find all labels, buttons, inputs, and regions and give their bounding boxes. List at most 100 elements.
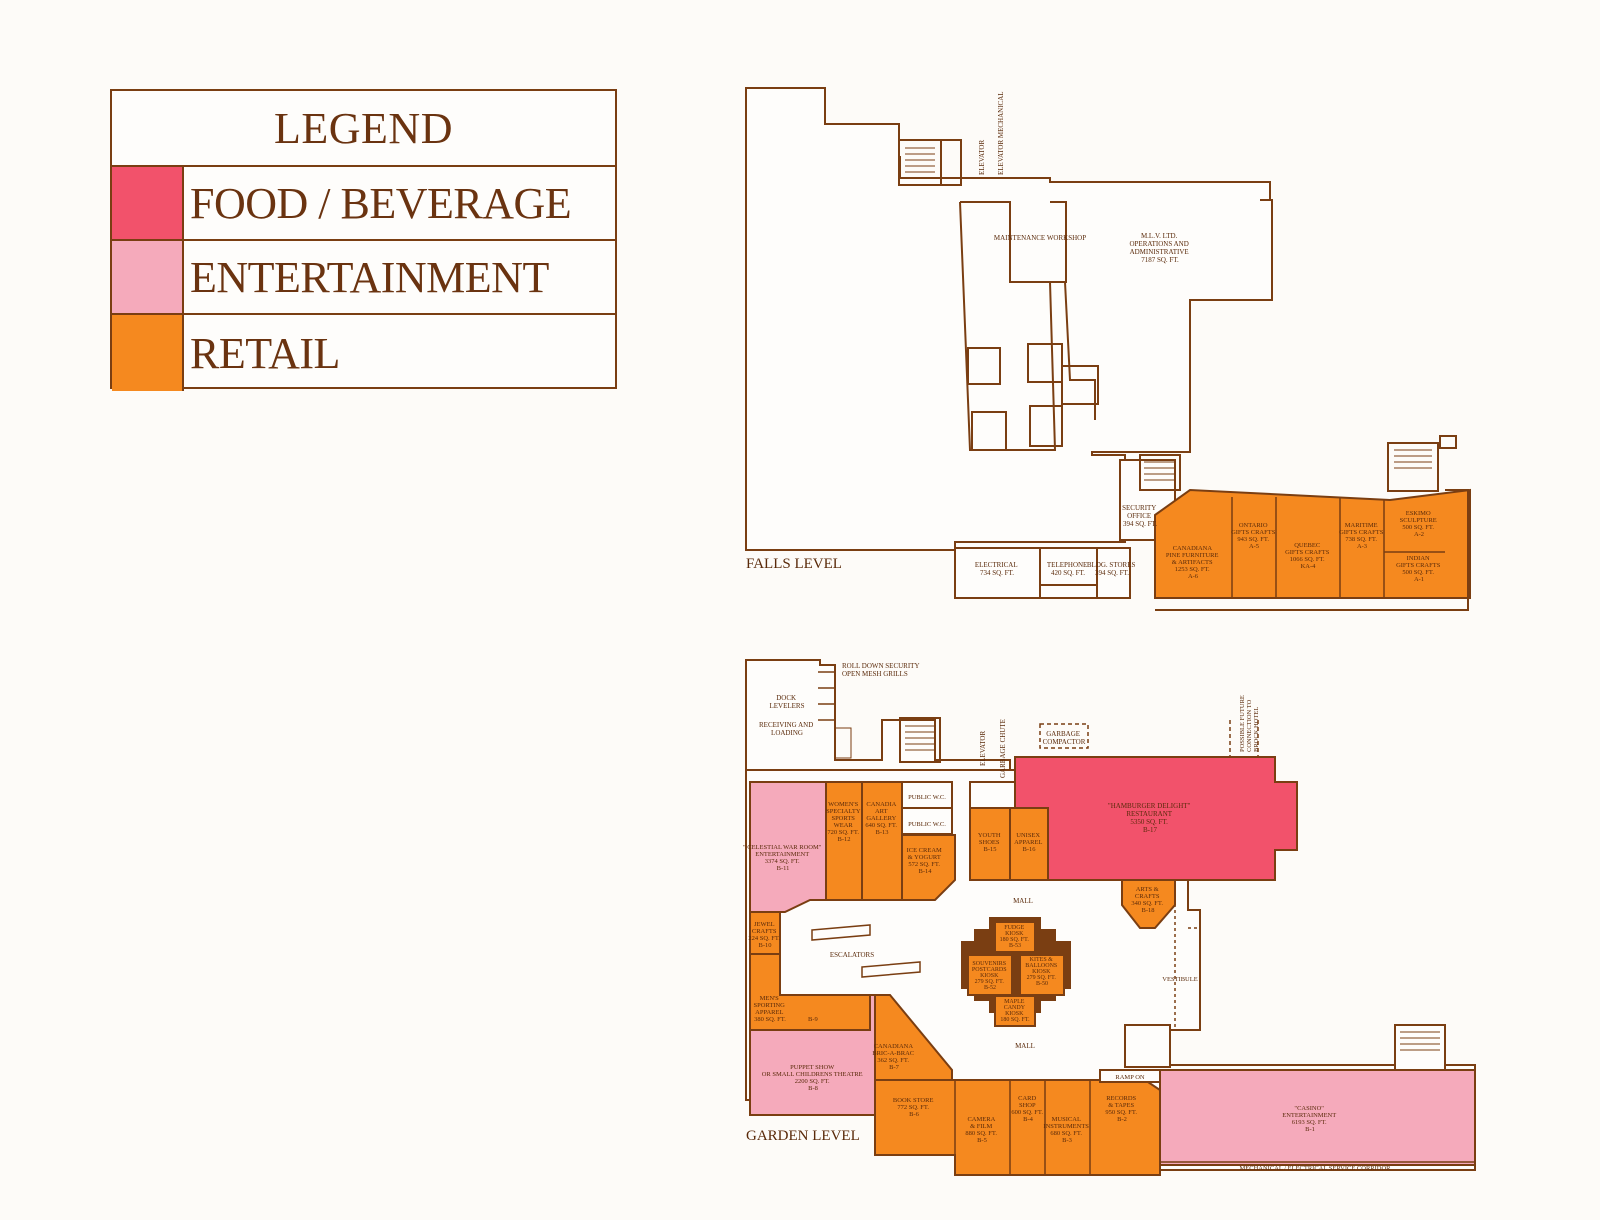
falls-elevator-label: ELEVATOR — [978, 140, 986, 175]
garden-elevator-label: ELEVATOR — [979, 731, 987, 766]
legend-item-food: FOOD / BEVERAGE — [112, 167, 615, 241]
b16-label: UNISEX APPAREL B-16 — [1014, 832, 1044, 853]
escalator-1 — [811, 924, 871, 941]
b12-label: WOMEN'S SPECIALTY SPORTS WEAR 720 SQ. FT… — [826, 801, 862, 843]
legend-item-entertainment: ENTERTAINMENT — [112, 241, 615, 315]
falls-lower-dividers — [1039, 548, 1098, 598]
a1-label: INDIAN GIFTS CRAFTS 500 SQ. FT. A-1 — [1396, 555, 1442, 583]
kiosk-b53 — [994, 921, 1036, 953]
b1-label: "CASINO" ENTERTAINMENT 6193 SQ. FT. B-1 — [1282, 1105, 1337, 1133]
b14-label: ICE CREAM & YOGURT 572 SQ. FT. B-14 — [907, 847, 944, 875]
a6-label: CANADIANA PINE FURNITURE & ARTIFACTS 125… — [1166, 545, 1220, 580]
falls-stair-right — [1387, 442, 1439, 492]
legend-label-food: FOOD / BEVERAGE — [190, 178, 572, 228]
ramp-on-label: RAMP ON — [1115, 1074, 1145, 1081]
b4-label: CARD SHOP 600 SQ. FT. B-4 — [1011, 1095, 1044, 1123]
kiosk-b51 — [994, 995, 1036, 1027]
b50-label: KITES & BALLOONS KIOSK 279 SQ. FT. B-50 — [1025, 957, 1059, 987]
dock-levelers — [818, 671, 835, 721]
b11-label: " CELESTIAL WAR ROOM" ENTERTAINMENT 3374… — [743, 844, 823, 872]
falls-labels: FALLS LEVEL ELEVATOR ELEVATOR MECHANICAL… — [746, 91, 1442, 583]
b2-label: RECORDS & TAPES 950 SQ. FT. B-2 — [1105, 1095, 1138, 1123]
garbage-chute-label: GARBAGE CHUTE — [999, 719, 1007, 778]
b3-label: MUSICAL INSTRUMENTS 680 SQ. FT. B-3 — [1043, 1116, 1090, 1144]
b15-label: YOUTH SHOES B-15 — [978, 832, 1002, 853]
falls-box-2 — [1027, 343, 1063, 383]
public-wc-label-2: PUBLIC W.C. — [908, 821, 946, 828]
a5-label: ONTARIO GIFTS CRAFTS 943 SQ. FT. A-5 — [1231, 522, 1277, 550]
garden-stair-ramp — [1124, 1024, 1171, 1068]
falls-level-plan — [745, 87, 1471, 611]
kiosk-b52 — [967, 954, 1013, 996]
falls-right-wall — [1155, 489, 1469, 611]
escalator-2 — [861, 961, 921, 978]
b9-label: MEN'S SPORTING APPAREL 380 SQ. FT. — [753, 995, 786, 1023]
falls-inner-corridor — [960, 201, 1067, 283]
legend-label-entertainment: ENTERTAINMENT — [190, 252, 549, 302]
public-wc-2 — [901, 807, 953, 835]
garden-stair-2 — [899, 717, 941, 763]
b7-label: CANADIANA BRIC-A-BRAC 362 SQ. FT. B-7 — [872, 1043, 916, 1071]
garden-level-plan — [745, 659, 1476, 1176]
b13-label: CANADIA ART GALLERY 640 SQ. FT. B-13 — [865, 801, 898, 836]
falls-elevator-shaft — [940, 139, 962, 186]
b17-label: "HAMBURGER DELIGHT" RESTAURANT 5350 SQ. … — [1108, 802, 1192, 834]
garden-labels: GARDEN LEVEL ROLL DOWN SECURITY OPEN MES… — [743, 662, 1391, 1172]
falls-outline — [745, 87, 1273, 551]
falls-retail-strip — [1154, 488, 1471, 599]
legend-title: LEGEND — [112, 91, 615, 167]
stair-treads-3 — [1394, 449, 1432, 469]
public-wc-label-1: PUBLIC W.C. — [908, 794, 946, 801]
b51-label: MAPLE CANDY KIOSK 180 SQ. FT. — [1000, 999, 1030, 1023]
stair-treads-1 — [905, 147, 935, 173]
falls-box-1 — [967, 347, 1001, 385]
legend-swatch-entertainment — [112, 241, 184, 313]
falls-box-3 — [1061, 365, 1099, 405]
b18-label: ARTS & CRAFTS 340 SQ. FT. B-18 — [1131, 886, 1164, 914]
falls-level-label: FALLS LEVEL — [746, 556, 842, 572]
a3-label: MARITIME GIFTS CRAFTS 738 SQ. FT. A-3 — [1339, 522, 1385, 550]
electrical-label: ELECTRICAL 734 SQ. FT. — [975, 561, 1019, 577]
escalators-label: ESCALATORS — [830, 951, 874, 959]
stair-treads-2 — [1144, 461, 1176, 481]
falls-elevator-mech-label: ELEVATOR MECHANICAL — [997, 91, 1005, 175]
ramp-on-marker — [1099, 1069, 1161, 1083]
legend-label-retail: RETAIL — [190, 328, 340, 378]
stair-treads-4 — [905, 725, 935, 751]
garbage-compactor-box — [1039, 723, 1089, 749]
kiosk-b50 — [1019, 954, 1065, 996]
a2-label: ESKIMO SCULPTURE 500 SQ. FT. A-2 — [1400, 510, 1439, 538]
brock-label: POSSIBLE FUTURE CONNECTION TO BROCK HOTE… — [1239, 693, 1260, 752]
b5-label: CAMERA & FILM 880 SQ. FT. B-5 — [965, 1116, 998, 1144]
legend-swatch-retail — [112, 315, 184, 391]
dock-label: DOCK LEVELERS — [770, 694, 805, 710]
telephone-label: TELEPHONE 420 SQ. FT. — [1047, 561, 1089, 577]
b10-label: JEWEL CRAFTS 224 SQ. FT. B-10 — [748, 921, 781, 949]
b9-code: B-9 — [808, 1016, 818, 1023]
public-wc-1 — [901, 781, 953, 809]
security-label: SECURITY OFFICE 394 SQ. FT. — [1122, 504, 1158, 528]
brock-connection — [1229, 720, 1259, 758]
legend-swatch-food — [112, 167, 184, 239]
falls-retail-dividers — [1231, 497, 1445, 598]
b15-top-white — [969, 781, 1016, 809]
falls-box-5 — [1029, 405, 1063, 447]
mall-label-top: MALL — [1013, 897, 1033, 905]
roll-down-label: ROLL DOWN SECURITY OPEN MESH GRILLS — [842, 662, 921, 678]
garden-stair-1 — [834, 727, 852, 759]
b6-label: BOOK STORE 772 SQ. FT. B-6 — [893, 1097, 935, 1118]
falls-inner-wall — [959, 201, 1096, 451]
garden-level-label: GARDEN LEVEL — [746, 1128, 860, 1144]
falls-box-4 — [971, 411, 1007, 451]
falls-right-small — [1439, 435, 1457, 449]
legend-box: LEGEND FOOD / BEVERAGE ENTERTAINMENT RET… — [110, 89, 617, 391]
bottom-retail-dividers — [954, 1080, 1091, 1175]
vestibule-label: VESTIBULE — [1162, 976, 1197, 983]
a4-label: QUEBEC GIFTS CRAFTS 1066 SQ. FT. KA-4 — [1285, 542, 1331, 570]
receiving-label: RECEIVING AND LOADING — [759, 721, 815, 737]
bldg-stores-label: BLDG. STORES 394 SQ. FT. — [1087, 561, 1137, 577]
maintenance-label: MAINTENANCE WORKSHOP — [994, 234, 1086, 242]
legend-item-retail: RETAIL — [112, 315, 615, 391]
falls-stair-mid — [1139, 454, 1181, 491]
b53-label: FUDGE KIOSK 180 SQ. FT. B-53 — [1000, 925, 1031, 949]
